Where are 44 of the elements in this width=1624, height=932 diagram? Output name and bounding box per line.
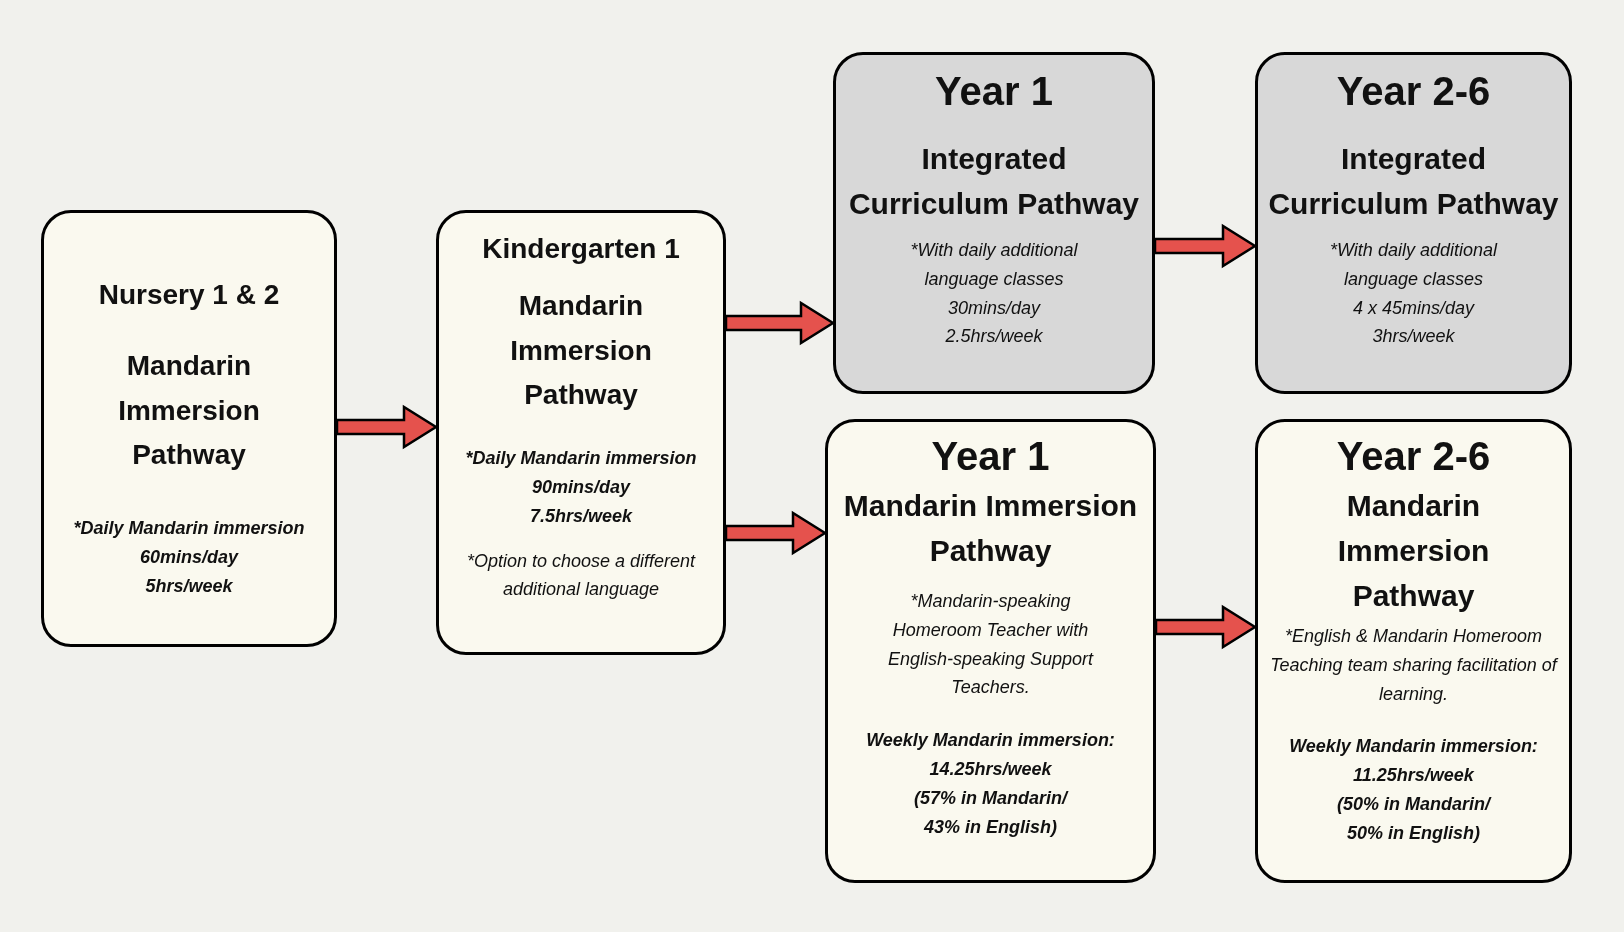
block-arrow [724, 510, 828, 556]
block-arrow [1154, 604, 1258, 650]
block-arrow [335, 404, 439, 450]
block-arrow [1153, 223, 1258, 269]
note-text: 60mins/day [139, 546, 239, 569]
pathway-card [41, 210, 337, 647]
note-text: *With daily additional language classes [1329, 239, 1499, 291]
note-text: Weekly Mandarin immersion: [866, 729, 1115, 753]
note-text: *English & Mandarin Homeroom Teaching team sharing facilitation of learning. [1269, 625, 1560, 706]
stage-heading: Year 1 [935, 69, 1053, 114]
note-text: *Mandarin-speaking Homeroom Teacher with English-speaking Support Teachers. [886, 590, 1095, 700]
pathway-title: Mandarin Immersion Pathway [842, 488, 1139, 569]
note-text: 2.5hrs/week [945, 325, 1043, 349]
note-text: *Daily Mandarin immersion [73, 517, 305, 541]
stage-heading: Year 2-6 [1336, 434, 1491, 479]
pathway-card [825, 419, 1156, 883]
note-text: 30mins/day [947, 296, 1041, 320]
note-text: *With daily additional language classes [909, 239, 1079, 291]
pathway-title: Integrated Curriculum Pathway [847, 141, 1141, 222]
note-text: 11.25hrs/week [1353, 764, 1474, 788]
note-text: 90mins/day [531, 476, 631, 499]
pathway-card [1255, 419, 1572, 883]
stage-heading: Nursery 1 & 2 [98, 278, 280, 312]
pathway-title: Integrated Curriculum Pathway [1267, 141, 1560, 222]
pathway-title: Mandarin Immersion Pathway [117, 348, 261, 473]
note-text: (57% in Mandarin/ 43% in English) [913, 786, 1070, 839]
note-text: 4 x 45mins/day [1352, 296, 1475, 320]
note-text: 7.5hrs/week [529, 504, 633, 528]
pathway-title: Mandarin Immersion Pathway [1336, 488, 1491, 614]
note-text: 5hrs/week [145, 574, 233, 598]
note-text: 3hrs/week [1372, 325, 1455, 349]
note-text: *Daily Mandarin immersion [465, 447, 697, 471]
pathway-card [833, 52, 1155, 394]
block-arrow [724, 300, 836, 346]
pathway-card [436, 210, 726, 655]
note-text: (50% in Mandarin/ 50% in English) [1336, 793, 1493, 845]
note-text: Weekly Mandarin immersion: [1289, 735, 1538, 759]
pathway-title: Mandarin Immersion Pathway [509, 288, 653, 413]
note-text: *Option to choose a different additional language [465, 549, 697, 602]
stage-heading: Year 2-6 [1336, 69, 1491, 114]
stage-heading: Year 1 [931, 434, 1050, 479]
pathway-card [1255, 52, 1572, 394]
stage-heading: Kindergarten 1 [482, 232, 680, 266]
note-text: 14.25hrs/week [929, 758, 1052, 781]
